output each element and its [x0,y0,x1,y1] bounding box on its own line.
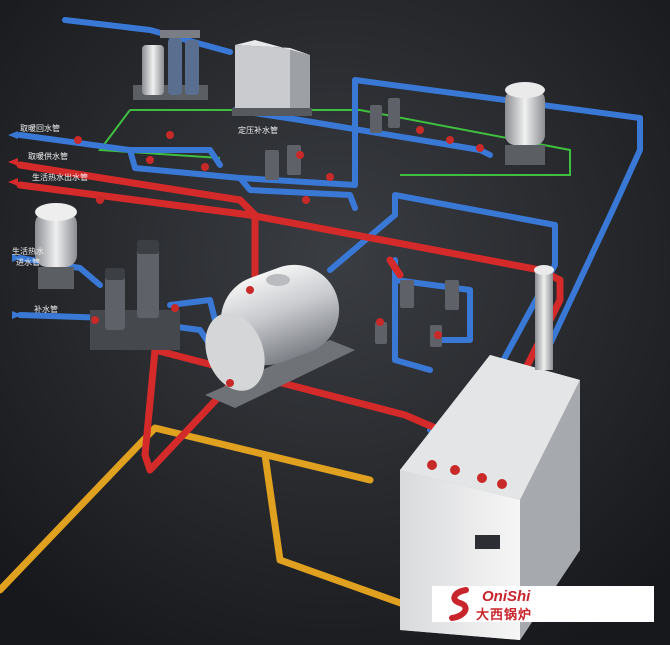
brand-logo: OniShi 大西锅炉 [432,586,654,623]
water-softener [133,30,208,100]
pump-group-left [90,240,180,350]
valves [74,126,507,489]
pump-group-middle [375,280,459,347]
label-dhw-inlet-line1: 生活热水 [12,246,44,256]
brand-name-cn: 大西锅炉 [476,608,533,623]
hot-water-tank [35,203,77,289]
label-dhw-outlet: 生活热水出水管 [32,172,88,182]
brand-name-en: OniShi [482,588,531,605]
label-heating-supply: 取暖供水管 [28,151,68,161]
label-pressure-makeup: 定压补水管 [238,125,278,135]
label-dhw-inlet-line2: 进水管 [16,257,40,267]
flow-arrows [8,131,22,319]
brand-mark-icon [449,587,469,621]
water-tank-top [232,40,312,116]
label-heating-return: 取暖回水管 [20,123,60,133]
gas-pipe [0,424,424,614]
expansion-tank [505,82,545,165]
boiler [400,265,580,640]
label-makeup-water: 补水管 [34,304,58,314]
